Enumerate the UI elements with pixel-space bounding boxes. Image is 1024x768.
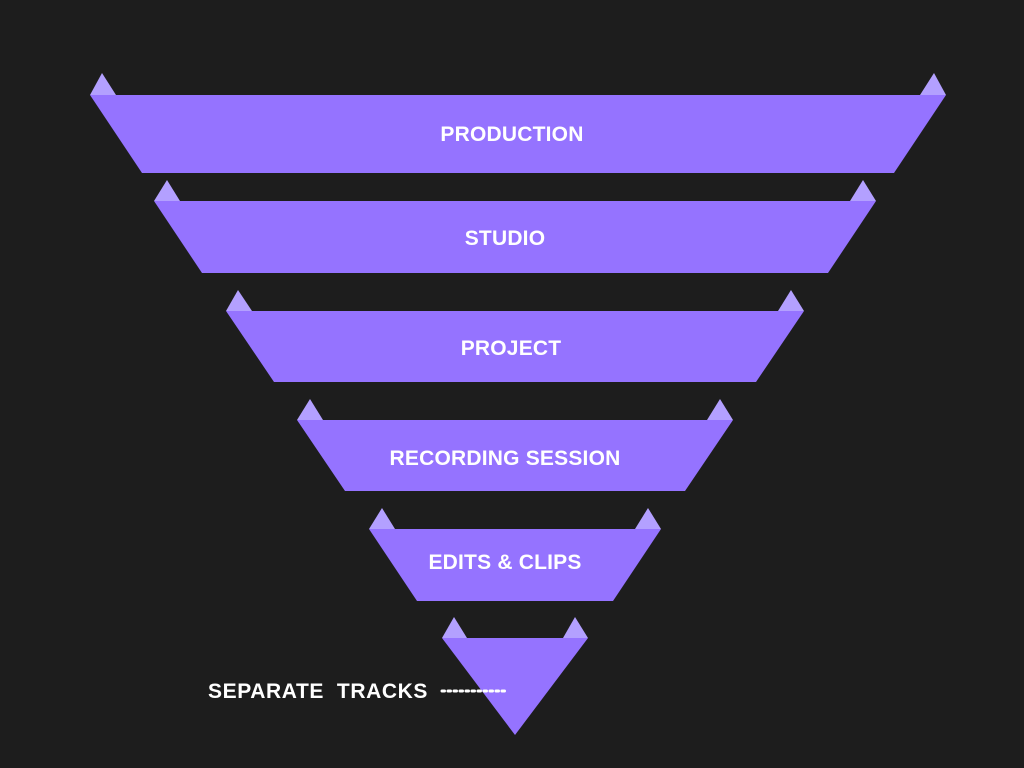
tier-tab-right bbox=[920, 73, 946, 95]
tier-tab-left bbox=[369, 508, 395, 529]
tier-band bbox=[297, 420, 733, 491]
tip-triangle bbox=[442, 638, 588, 735]
tier-label: STUDIO bbox=[465, 227, 546, 250]
tier-tab-left bbox=[442, 617, 467, 638]
funnel-tip bbox=[442, 617, 588, 735]
tier-band bbox=[226, 311, 804, 382]
tier-studio: STUDIO bbox=[154, 180, 876, 273]
tier-tab-right bbox=[778, 290, 804, 311]
separate-tracks-callout: SEPARATE TRACKS bbox=[208, 680, 508, 703]
tier-band bbox=[90, 95, 946, 173]
tier-tab-left bbox=[226, 290, 252, 311]
tier-tab-left bbox=[154, 180, 180, 201]
tier-band bbox=[369, 529, 661, 601]
tier-tab-left bbox=[90, 73, 116, 95]
tier-production: PRODUCTION bbox=[90, 73, 946, 173]
tier-label: PRODUCTION bbox=[440, 123, 583, 146]
tier-edits-clips: EDITS & CLIPS bbox=[369, 508, 661, 601]
tier-tab-right bbox=[850, 180, 876, 201]
tier-tab-right bbox=[707, 399, 733, 420]
tier-tab-right bbox=[635, 508, 661, 529]
tier-tab-right bbox=[563, 617, 588, 638]
tier-tab-left bbox=[297, 399, 323, 420]
tier-label: RECORDING SESSION bbox=[390, 447, 621, 470]
tier-label: EDITS & CLIPS bbox=[428, 551, 581, 574]
tier-label: PROJECT bbox=[461, 337, 562, 360]
tier-recording-session: RECORDING SESSION bbox=[297, 399, 733, 491]
callout-label: SEPARATE TRACKS bbox=[208, 680, 428, 703]
tier-project: PROJECT bbox=[226, 290, 804, 382]
tier-band bbox=[154, 201, 876, 273]
